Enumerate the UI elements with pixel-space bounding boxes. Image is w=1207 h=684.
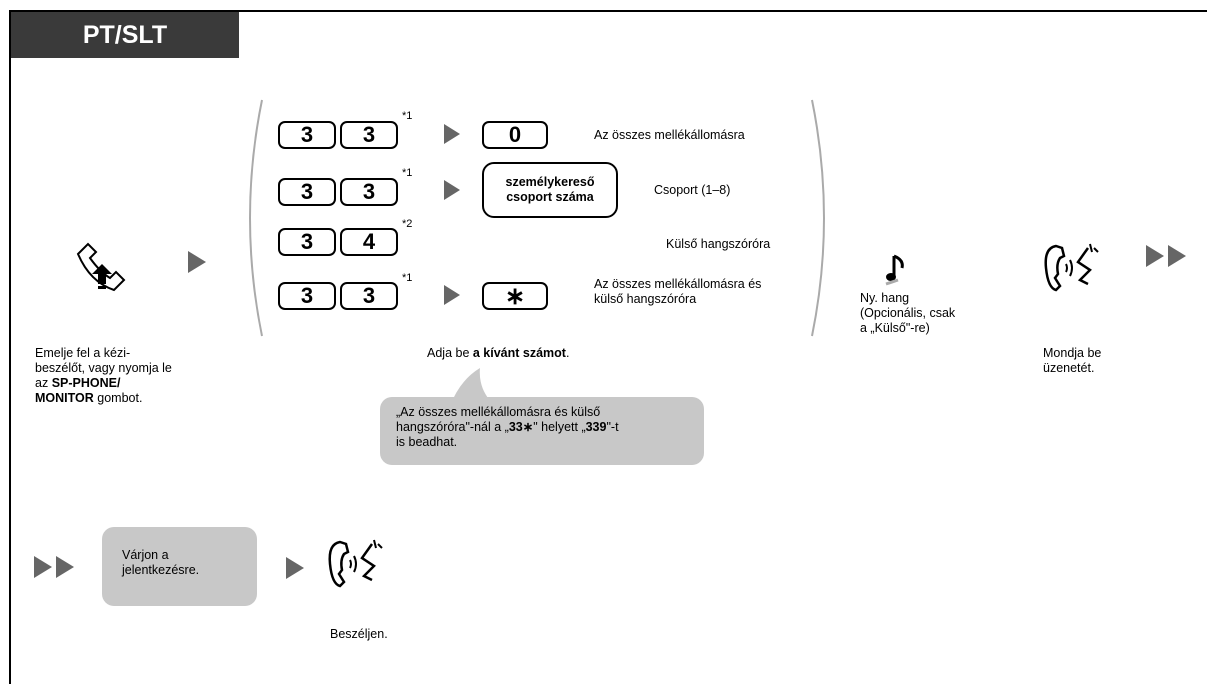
tone-text: Ny. hang (Opcionális, csak a „Külső"-re): [860, 291, 956, 335]
key-3: 3: [340, 121, 398, 149]
speak-text: Mondja be üzenetét.: [1043, 346, 1102, 375]
key-0: 0: [482, 121, 548, 149]
step1-text: Emelje fel a kézi- beszélőt, vagy nyomja…: [35, 346, 172, 405]
key-3: 3: [278, 282, 336, 310]
bubble-tail: [450, 368, 495, 406]
option-desc: Az összes mellékállomásra: [594, 128, 745, 142]
arrow-icon: [444, 124, 460, 144]
arrow-icon: [286, 557, 304, 579]
speaking-handset-icon: [1044, 243, 1099, 292]
speaking-handset-icon: [328, 539, 383, 588]
talk-text: Beszéljen.: [330, 627, 388, 641]
key-3: 3: [340, 282, 398, 310]
footnote-marker: *1: [402, 272, 413, 284]
left-parenthesis: [249, 99, 263, 337]
double-arrow-icon: [1146, 245, 1186, 267]
tone-note-icon: [885, 254, 904, 286]
footnote-marker: *1: [402, 110, 413, 122]
option-desc: Külső hangszóróra: [666, 237, 771, 251]
wait-box: Várjon a jelentkezésre.: [102, 527, 257, 606]
footnote-marker: *2: [402, 218, 413, 230]
arrow-icon: [444, 180, 460, 200]
key-3: 3: [278, 178, 336, 206]
key-3: 3: [278, 228, 336, 256]
double-arrow-icon: [34, 556, 74, 578]
key-star: ∗: [482, 282, 548, 310]
key-4: 4: [340, 228, 398, 256]
arrow-icon: [444, 285, 460, 305]
diagram-frame: [9, 10, 1207, 684]
page-title: PT/SLT: [11, 12, 239, 58]
hint-bubble: „Az összes mellékállomásra és külső hang…: [380, 397, 704, 465]
option-desc: Csoport (1–8): [654, 183, 731, 197]
footnote-marker: *1: [402, 167, 413, 179]
key-3: 3: [340, 178, 398, 206]
key-3: 3: [278, 121, 336, 149]
off-hook-handset-icon: [76, 242, 126, 292]
step2-text: Adja be a kívánt számot.: [427, 346, 570, 360]
right-parenthesis: [811, 99, 825, 337]
option-desc: Az összes mellékállomásra és külső hangs…: [594, 277, 762, 306]
arrow-icon: [188, 251, 206, 273]
